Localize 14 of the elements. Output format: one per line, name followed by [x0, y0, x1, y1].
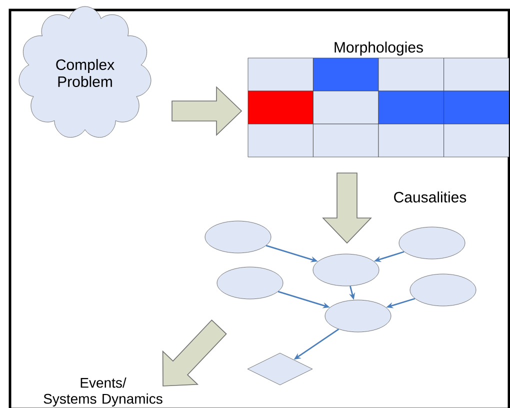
block-arrow — [162, 320, 227, 386]
node-label: Morphologies — [334, 42, 423, 56]
ellipse-shape — [398, 226, 466, 260]
edge-label: Causalities — [394, 192, 466, 202]
ellipse-shape — [204, 220, 272, 254]
ellipse-shape — [216, 266, 284, 300]
ellipse-shape — [312, 254, 380, 286]
block-arrow — [172, 86, 242, 136]
diamond-shape — [247, 352, 313, 386]
ellipse-shape — [410, 274, 476, 306]
ellipse-shape — [324, 300, 392, 332]
caption-text: Events/ Systems Dynamics — [44, 377, 162, 407]
block-arrow — [322, 172, 372, 244]
morphology-grid: Morphologies — [248, 42, 510, 158]
